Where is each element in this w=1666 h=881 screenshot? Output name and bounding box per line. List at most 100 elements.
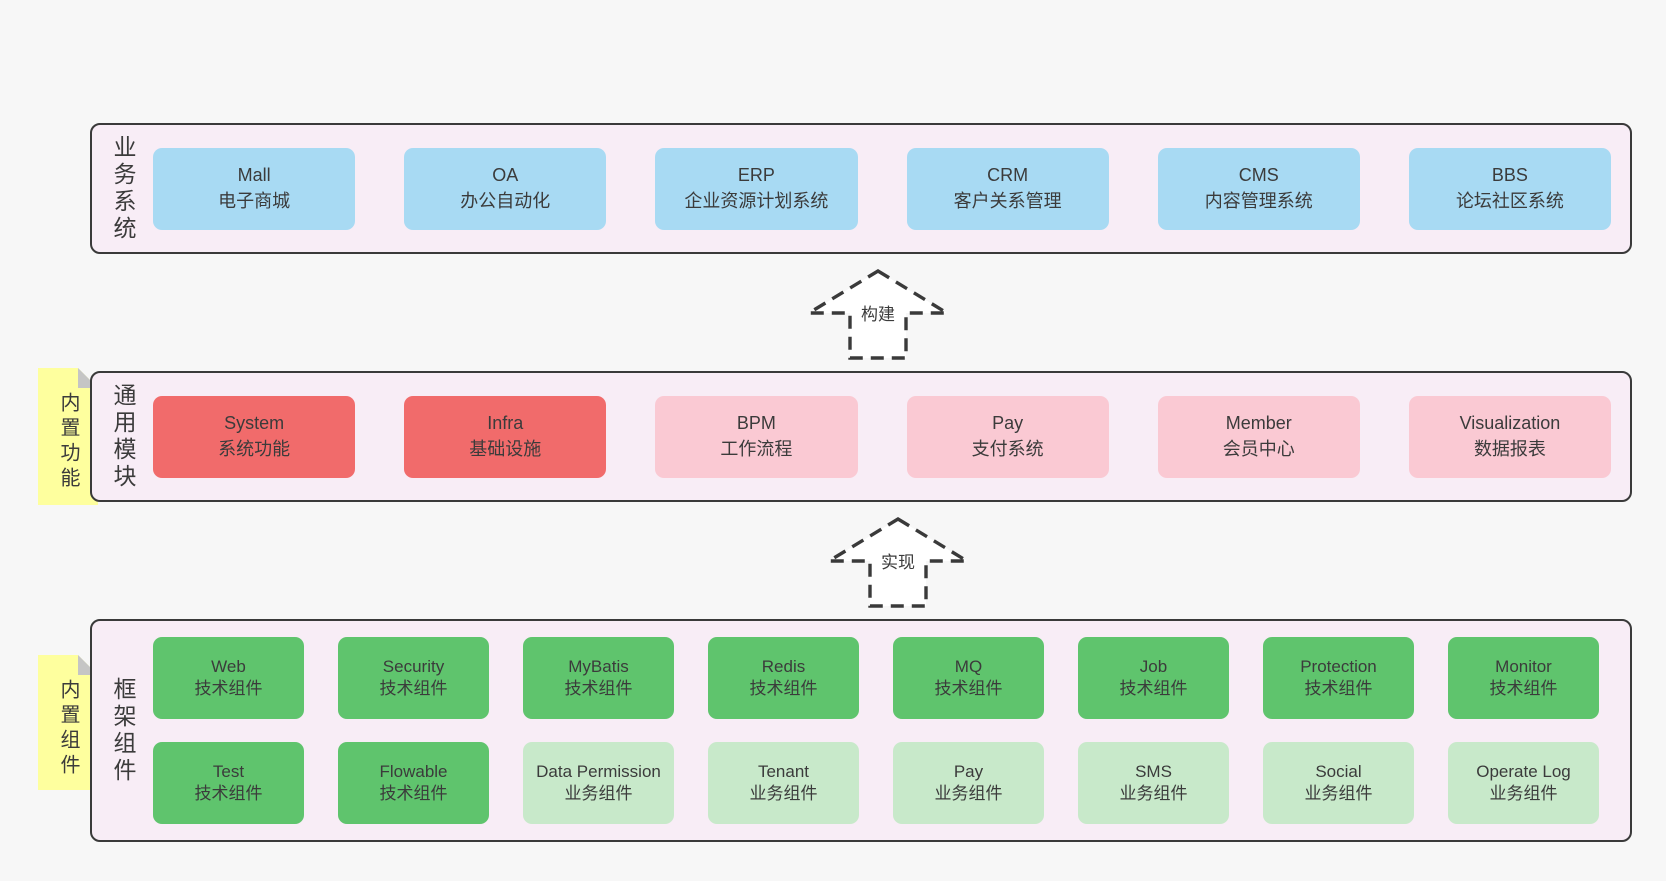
module-box: Security 技术组件 bbox=[338, 637, 489, 719]
module-name: Redis bbox=[761, 656, 806, 676]
module-description: 数据报表 bbox=[1473, 438, 1546, 459]
module-name: Pay bbox=[953, 761, 984, 781]
module-name: MyBatis bbox=[568, 656, 629, 676]
module-name: MQ bbox=[954, 656, 983, 676]
arrow-implement: 实现 bbox=[825, 514, 971, 610]
band-title: 业务系统 bbox=[110, 134, 136, 243]
module-name: BBS bbox=[1491, 164, 1528, 185]
module-description: 业务组件 bbox=[564, 784, 633, 803]
module-description: 技术组件 bbox=[934, 679, 1003, 698]
module-name: Tenant bbox=[757, 761, 810, 781]
module-box: CMS 内容管理系统 bbox=[1157, 147, 1360, 230]
module-description: 系统功能 bbox=[218, 438, 291, 459]
module-name: BPM bbox=[736, 412, 776, 433]
module-box: Mall 电子商城 bbox=[153, 147, 356, 230]
module-description: 基础设施 bbox=[469, 438, 542, 459]
module-name: CRM bbox=[987, 164, 1029, 185]
module-name: Operate Log bbox=[1476, 761, 1571, 781]
module-box: SMS 业务组件 bbox=[1078, 742, 1229, 824]
module-name: Test bbox=[212, 761, 245, 781]
module-description: 业务组件 bbox=[934, 784, 1003, 803]
module-description: 办公自动化 bbox=[460, 190, 551, 211]
band-grid-row: Web 技术组件 Security 技术组件 MyBatis 技术组件 bbox=[153, 637, 1599, 719]
module-description: 技术组件 bbox=[379, 784, 448, 803]
module-box: Member 会员中心 bbox=[1157, 395, 1360, 478]
module-box: Pay 业务组件 bbox=[893, 742, 1044, 824]
module-description: 支付系统 bbox=[971, 438, 1044, 459]
band-business-systems: 业务系统 Mall 电子商城 OA 办公自动化 ERP 企业资源计划系统 bbox=[90, 123, 1632, 254]
module-description: 会员中心 bbox=[1222, 438, 1295, 459]
module-description: 内容管理系统 bbox=[1204, 190, 1313, 211]
module-box: Flowable 技术组件 bbox=[338, 742, 489, 824]
sticky-note-built-in-features: 内置功能 bbox=[38, 368, 98, 505]
module-description: 企业资源计划系统 bbox=[684, 190, 829, 211]
module-box: BPM 工作流程 bbox=[655, 395, 858, 478]
module-name: Pay bbox=[992, 412, 1024, 433]
module-box: Job 技术组件 bbox=[1078, 637, 1229, 719]
module-description: 技术组件 bbox=[379, 679, 448, 698]
module-box: Social 业务组件 bbox=[1263, 742, 1414, 824]
module-box: OA 办公自动化 bbox=[404, 147, 607, 230]
module-description: 技术组件 bbox=[194, 784, 263, 803]
module-box: CRM 客户关系管理 bbox=[906, 147, 1109, 230]
module-name: Data Permission bbox=[536, 761, 661, 781]
module-box: System 系统功能 bbox=[153, 395, 356, 478]
sticky-note-label: 内置功能 bbox=[57, 392, 79, 492]
module-box: MyBatis 技术组件 bbox=[523, 637, 674, 719]
module-name: System bbox=[224, 412, 285, 433]
module-box: Monitor 技术组件 bbox=[1448, 637, 1599, 719]
band-framework-components: 框架组件 Web 技术组件 Security 技术组件 MyBati bbox=[90, 619, 1632, 842]
module-box: Visualization 数据报表 bbox=[1408, 395, 1612, 478]
arrow-label: 实现 bbox=[879, 547, 917, 574]
sticky-note-label: 内置组件 bbox=[57, 679, 79, 779]
module-box: Pay 支付系统 bbox=[906, 395, 1109, 478]
module-name: Protection bbox=[1300, 656, 1377, 676]
sticky-note-built-in-components: 内置组件 bbox=[38, 655, 98, 790]
band-title: 框架组件 bbox=[110, 676, 136, 785]
module-box: Operate Log 业务组件 bbox=[1448, 742, 1599, 824]
module-box: BBS 论坛社区系统 bbox=[1408, 147, 1612, 230]
band-row: System 系统功能 Infra 基础设施 BPM 工作流程 Pay 支付系统 bbox=[153, 373, 1630, 500]
module-name: Mall bbox=[237, 164, 271, 185]
module-description: 业务组件 bbox=[1119, 784, 1188, 803]
module-name: Monitor bbox=[1495, 656, 1552, 676]
module-description: 业务组件 bbox=[749, 784, 818, 803]
module-description: 技术组件 bbox=[194, 679, 263, 698]
module-description: 工作流程 bbox=[720, 438, 793, 459]
module-box: Test 技术组件 bbox=[153, 742, 304, 824]
band-row: Mall 电子商城 OA 办公自动化 ERP 企业资源计划系统 CRM 客户关系… bbox=[153, 125, 1630, 252]
module-name: ERP bbox=[737, 164, 775, 185]
module-name: Job bbox=[1139, 656, 1168, 676]
module-name: OA bbox=[492, 164, 519, 185]
module-box: Tenant 业务组件 bbox=[708, 742, 859, 824]
module-name: Web bbox=[211, 656, 246, 676]
band-title-column: 通用模块 bbox=[92, 373, 153, 500]
module-name: Social bbox=[1315, 761, 1362, 781]
module-description: 电子商城 bbox=[218, 190, 291, 211]
band-grid-row: Test 技术组件 Flowable 技术组件 Data Permission … bbox=[153, 742, 1599, 824]
module-description: 业务组件 bbox=[1304, 784, 1373, 803]
module-name: Member bbox=[1225, 412, 1292, 433]
module-name: Flowable bbox=[379, 761, 448, 781]
band-title-column: 业务系统 bbox=[92, 125, 153, 252]
module-name: SMS bbox=[1135, 761, 1172, 781]
module-description: 论坛社区系统 bbox=[1455, 190, 1564, 211]
arrow-label: 构建 bbox=[859, 299, 897, 326]
module-name: CMS bbox=[1238, 164, 1279, 185]
module-name: Visualization bbox=[1459, 412, 1561, 433]
module-name: Security bbox=[382, 656, 445, 676]
module-box: Data Permission 业务组件 bbox=[523, 742, 674, 824]
module-description: 技术组件 bbox=[1304, 679, 1373, 698]
module-box: MQ 技术组件 bbox=[893, 637, 1044, 719]
module-box: ERP 企业资源计划系统 bbox=[655, 147, 858, 230]
module-description: 业务组件 bbox=[1489, 784, 1558, 803]
module-box: Redis 技术组件 bbox=[708, 637, 859, 719]
module-description: 客户关系管理 bbox=[953, 190, 1062, 211]
module-box: Infra 基础设施 bbox=[404, 395, 607, 478]
arrow-build: 构建 bbox=[805, 266, 951, 362]
band-title-column: 框架组件 bbox=[92, 621, 153, 840]
module-box: Web 技术组件 bbox=[153, 637, 304, 719]
module-box: Protection 技术组件 bbox=[1263, 637, 1414, 719]
band-grid-column: Web 技术组件 Security 技术组件 MyBatis 技术组件 bbox=[153, 621, 1630, 840]
